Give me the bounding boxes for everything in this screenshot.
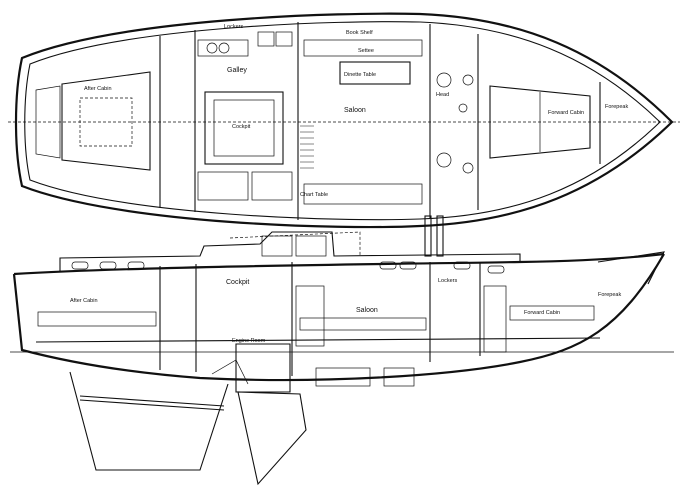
- plan-label-saloon: Saloon: [344, 107, 366, 114]
- keel-outline: [69, 371, 229, 471]
- plan-label-book-shelf: Book Shelf: [346, 30, 373, 36]
- galley-sink-2: [275, 31, 293, 47]
- propeller-shaft: [79, 395, 225, 407]
- plan-label-galley: Galley: [227, 67, 247, 74]
- galley-locker-low-2: [251, 171, 293, 201]
- profile-label-saloon: Saloon: [356, 307, 378, 314]
- plan-label-dinette-table: Dinette Table: [344, 72, 376, 78]
- profile-label-cockpit: Cockpit: [226, 279, 249, 286]
- settee-starboard: [303, 39, 423, 57]
- pilothouse-window: [261, 235, 293, 257]
- accommodation-plan: Lockers Galley Saloon After Cabin Forwar…: [8, 12, 680, 229]
- portlight: [99, 261, 117, 270]
- water-tank: [315, 367, 371, 387]
- galley-counter: [197, 39, 249, 57]
- cabin-sole: [35, 337, 601, 343]
- plan-label-head: Head: [436, 92, 449, 98]
- portlight: [71, 261, 89, 270]
- forward-berth-profile: [509, 305, 595, 321]
- engine-shape: [211, 359, 249, 385]
- stove-burner-1: [206, 42, 218, 54]
- saloon-locker-profile: [295, 285, 325, 347]
- head-toilet-2: [436, 152, 452, 168]
- plan-hull-outline: [14, 12, 674, 229]
- profile-label-lockers: Lockers: [438, 278, 458, 284]
- portlight: [487, 265, 505, 274]
- head-basin-2: [462, 162, 474, 174]
- plan-label-forepeak: Forepeak: [605, 104, 628, 110]
- profile-label-after-cabin: After Cabin: [70, 298, 98, 304]
- profile-hull-bottom: [12, 253, 665, 382]
- after-cabin-berth: [61, 71, 151, 171]
- pilothouse-window-2: [295, 235, 327, 257]
- plan-label-chart-table: Chart Table: [300, 192, 328, 198]
- portlight: [379, 261, 397, 270]
- plan-label-after-cabin: After Cabin: [84, 86, 112, 92]
- plan-label-lockers: Lockers: [224, 24, 244, 30]
- head-locker-profile: [483, 285, 507, 353]
- galley-sink: [257, 31, 275, 47]
- dodger-outline: [229, 231, 361, 256]
- plan-hull-inner: [24, 21, 661, 221]
- aft-locker: [35, 85, 61, 159]
- main-mast: [424, 215, 432, 257]
- profile-label-engine-room: Engine Room: [232, 338, 266, 344]
- inboard-profile: Cockpit After Cabin Saloon Lockers Forep…: [10, 215, 674, 486]
- deckhouse-outline: [59, 231, 521, 272]
- head-basin: [462, 74, 474, 86]
- bow-pulpit: [597, 251, 665, 285]
- cockpit-sole: [213, 99, 275, 157]
- profile-label-forward-cabin: Forward Cabin: [524, 310, 560, 316]
- plan-label-forward-cabin: Forward Cabin: [548, 110, 584, 116]
- plan-label-settee: Settee: [358, 48, 374, 54]
- saloon-stair-hatch: [300, 125, 314, 169]
- after-cabin-berth-profile: [37, 311, 157, 327]
- galley-locker-low: [197, 171, 249, 201]
- forward-v-berth: [489, 85, 591, 159]
- fuel-tank: [383, 367, 415, 387]
- mast-step: [458, 103, 468, 113]
- after-cabin-hatch: [79, 97, 133, 147]
- head-toilet: [436, 72, 452, 88]
- portlight: [399, 261, 417, 270]
- profile-label-forepeak: Forepeak: [598, 292, 621, 298]
- rudder: [237, 391, 307, 486]
- portlight: [453, 261, 471, 270]
- engine-box: [235, 343, 291, 393]
- saloon-settee-profile: [299, 317, 427, 331]
- plan-label-cockpit: Cockpit: [232, 124, 251, 130]
- portlight: [127, 261, 145, 270]
- mizzen-mast: [436, 215, 444, 257]
- cockpit-well: [204, 91, 284, 165]
- dinette-table: [339, 61, 411, 85]
- stove-burner-2: [218, 42, 230, 54]
- propeller-shaft-2: [79, 399, 225, 411]
- settee-port: [303, 183, 423, 205]
